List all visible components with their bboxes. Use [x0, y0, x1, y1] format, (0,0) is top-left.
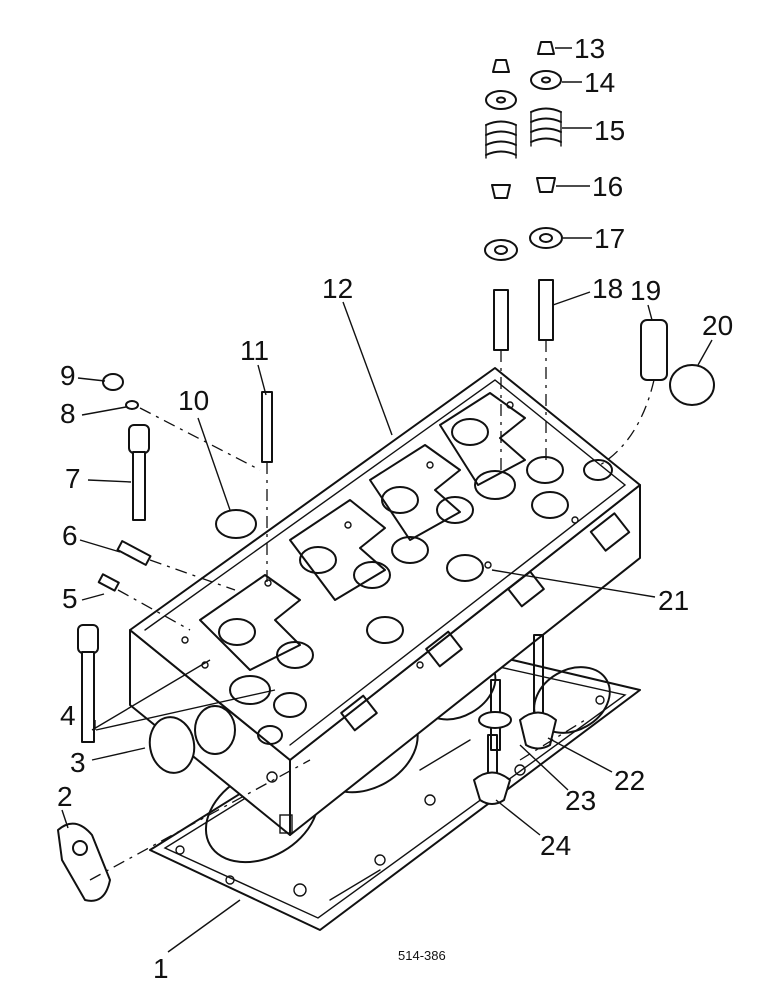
valve-22: [519, 634, 557, 750]
callout-12: 12: [322, 273, 353, 304]
callout-3: 3: [70, 747, 86, 778]
callout-labels: 1 2 3 4 5 6 7 8 9 10 11 12 13 14 15 16 1…: [57, 33, 733, 984]
callout-14: 14: [584, 67, 615, 98]
callout-17: 17: [594, 223, 625, 254]
callout-10: 10: [178, 385, 209, 416]
callout-7: 7: [65, 463, 81, 494]
callout-22: 22: [614, 765, 645, 796]
callout-23: 23: [565, 785, 596, 816]
valve-24: [473, 734, 511, 805]
callout-1: 1: [153, 953, 169, 984]
valve-stack-right: [529, 41, 563, 341]
bolt-4: [77, 624, 99, 743]
plug-9: [102, 373, 124, 391]
bolt-7: [128, 424, 150, 521]
callout-20: 20: [702, 310, 733, 341]
cylinder-head-block: [129, 367, 641, 836]
callout-18: 18: [592, 273, 623, 304]
callout-5: 5: [62, 583, 78, 614]
stud-11: [261, 391, 273, 463]
alignment-lines: [89, 340, 655, 881]
callout-9: 9: [60, 360, 76, 391]
core-plug-3: [148, 716, 196, 774]
callout-11: 11: [240, 335, 269, 366]
valve-23: [478, 679, 512, 751]
stud-5: [97, 573, 120, 592]
core-plug-10: [215, 509, 257, 539]
callout-15: 15: [594, 115, 625, 146]
callout-6: 6: [62, 520, 78, 551]
valve-stack-left: [484, 59, 518, 351]
callout-21: 21: [658, 585, 689, 616]
expansion-plug: [669, 364, 715, 406]
callout-8: 8: [60, 398, 76, 429]
callout-2: 2: [57, 781, 73, 812]
callout-13: 13: [574, 33, 605, 64]
stud-6: [116, 540, 152, 566]
leader-lines: [61, 47, 713, 953]
callout-19: 19: [630, 275, 661, 306]
callout-24: 24: [540, 830, 571, 861]
drawing-reference-number: 514-386: [398, 948, 446, 963]
callout-4: 4: [60, 700, 76, 731]
washer-8: [125, 400, 139, 410]
lifting-bracket: [57, 822, 111, 902]
callout-16: 16: [592, 171, 623, 202]
injector-sleeve: [640, 319, 668, 381]
